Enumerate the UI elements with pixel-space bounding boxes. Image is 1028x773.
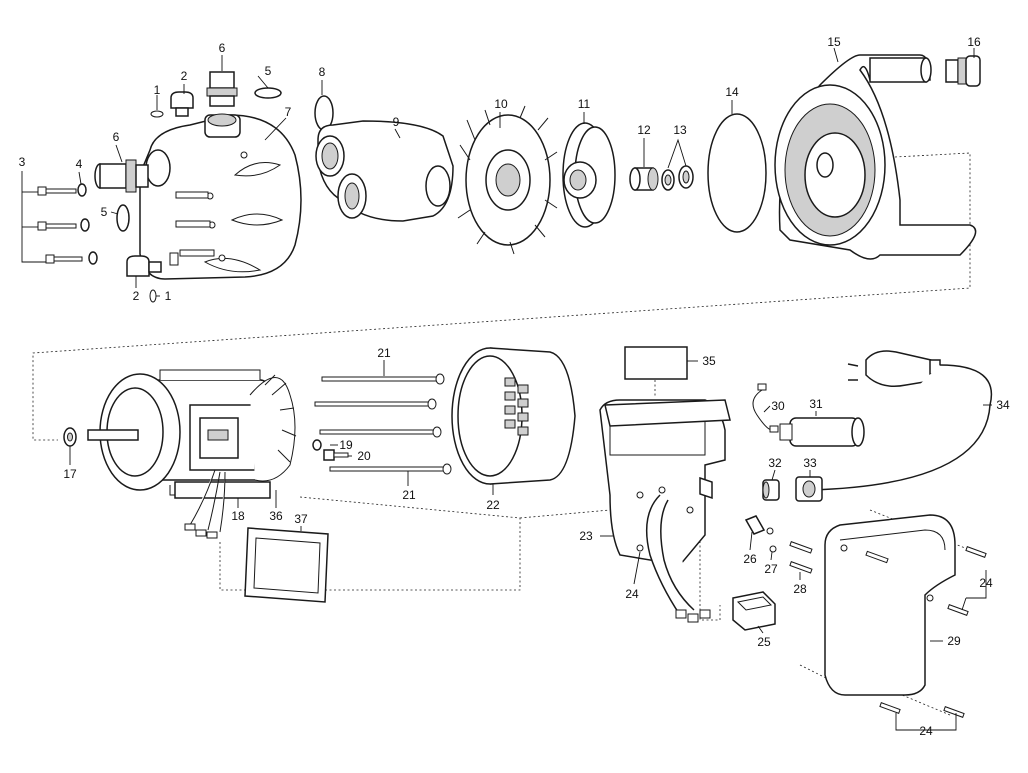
label-part-16: 16 — [967, 35, 981, 49]
part-34-power-cord — [809, 350, 993, 491]
motor-body — [87, 369, 297, 539]
label-part-3: 3 — [19, 155, 26, 169]
part-9-diffuser — [315, 120, 454, 222]
part-29-cover — [824, 514, 956, 696]
part-15-pump-casing — [774, 54, 977, 260]
part-6-fitting-side — [94, 159, 149, 193]
label-part-24-bottom: 24 — [919, 724, 933, 738]
label-part-30: 30 — [771, 399, 785, 413]
label-part-7: 7 — [285, 105, 292, 119]
part-37-gasket — [244, 527, 329, 603]
part-7-pump-housing — [139, 113, 302, 280]
label-part-37: 37 — [294, 512, 308, 526]
label-part-28: 28 — [793, 582, 807, 596]
leader-lines — [21, 47, 992, 731]
label-part-10: 10 — [494, 97, 508, 111]
part-14-large-oring — [707, 113, 767, 233]
label-part-33: 33 — [803, 456, 817, 470]
label-part-22: 22 — [486, 498, 500, 512]
label-part-1-top: 1 — [154, 83, 161, 97]
label-part-2-top: 2 — [181, 69, 188, 83]
part-10-impeller — [457, 105, 558, 255]
part-4-washers — [77, 183, 98, 265]
part-25-switch — [732, 591, 776, 631]
part-1-small-seal-top — [150, 110, 164, 118]
label-part-5-top: 5 — [265, 64, 272, 78]
part-26-switch-holder — [744, 515, 766, 535]
label-part-21-top: 21 — [377, 346, 391, 360]
part-5-oring-side — [116, 204, 130, 232]
part-21-tie-rods — [314, 373, 452, 475]
label-part-6-top: 6 — [219, 41, 226, 55]
part-32-grommet — [762, 479, 780, 501]
part-6-fitting-top — [206, 71, 238, 107]
part-22-fan-cover — [451, 347, 576, 485]
label-part-8: 8 — [319, 65, 326, 79]
part-20-nut — [323, 449, 349, 461]
label-part-15: 15 — [827, 35, 841, 49]
label-part-6-side: 6 — [113, 130, 120, 144]
part-12-bushing — [629, 167, 659, 191]
housing-screws — [169, 191, 215, 266]
label-part-17: 17 — [63, 467, 77, 481]
label-part-2-bottom: 2 — [133, 289, 140, 303]
part-28-screws — [789, 541, 813, 574]
part-labels: 1 2 6 5 7 3 4 6 5 2 1 8 9 10 11 12 13 14… — [19, 35, 1010, 738]
label-part-29: 29 — [947, 634, 961, 648]
part-13-seals — [661, 165, 694, 191]
label-part-32: 32 — [768, 456, 782, 470]
part-24-screws — [865, 546, 987, 718]
label-part-19: 19 — [339, 438, 353, 452]
label-part-25: 25 — [757, 635, 771, 649]
label-part-9: 9 — [393, 115, 400, 129]
part-1-small-seal-bottom — [149, 289, 157, 303]
part-3-screws — [37, 186, 83, 264]
label-part-35: 35 — [702, 354, 716, 368]
label-part-31: 31 — [809, 397, 823, 411]
label-part-12: 12 — [637, 123, 651, 137]
part-2-plug-bottom — [126, 255, 162, 277]
label-part-4: 4 — [76, 157, 83, 171]
label-part-1-bottom: 1 — [165, 289, 172, 303]
label-part-20: 20 — [357, 449, 371, 463]
label-part-34: 34 — [996, 398, 1010, 412]
part-23-terminal-box — [599, 399, 731, 623]
label-part-24-right: 24 — [979, 576, 993, 590]
part-19-washer — [312, 439, 322, 451]
label-part-24-box: 24 — [625, 587, 639, 601]
part-30-wire — [752, 383, 779, 433]
part-5-oring-top — [254, 87, 282, 99]
label-part-27: 27 — [764, 562, 778, 576]
part-11-shroud — [562, 122, 616, 228]
label-part-23: 23 — [579, 529, 593, 543]
part-17-washer — [63, 427, 77, 447]
label-part-18: 18 — [231, 509, 245, 523]
label-part-14: 14 — [725, 85, 739, 99]
part-33-cable-gland — [795, 476, 823, 502]
label-part-11: 11 — [578, 97, 591, 111]
part-2-plug-top — [170, 91, 194, 117]
label-part-36: 36 — [269, 509, 283, 523]
label-part-26: 26 — [743, 552, 757, 566]
part-35-label-plate — [624, 346, 688, 380]
label-part-13: 13 — [673, 123, 687, 137]
part-27-nut — [766, 527, 777, 553]
part-31-capacitor — [779, 417, 865, 447]
part-16-fitting — [945, 55, 981, 87]
label-part-5-side: 5 — [101, 205, 108, 219]
label-part-21-bottom: 21 — [402, 488, 416, 502]
